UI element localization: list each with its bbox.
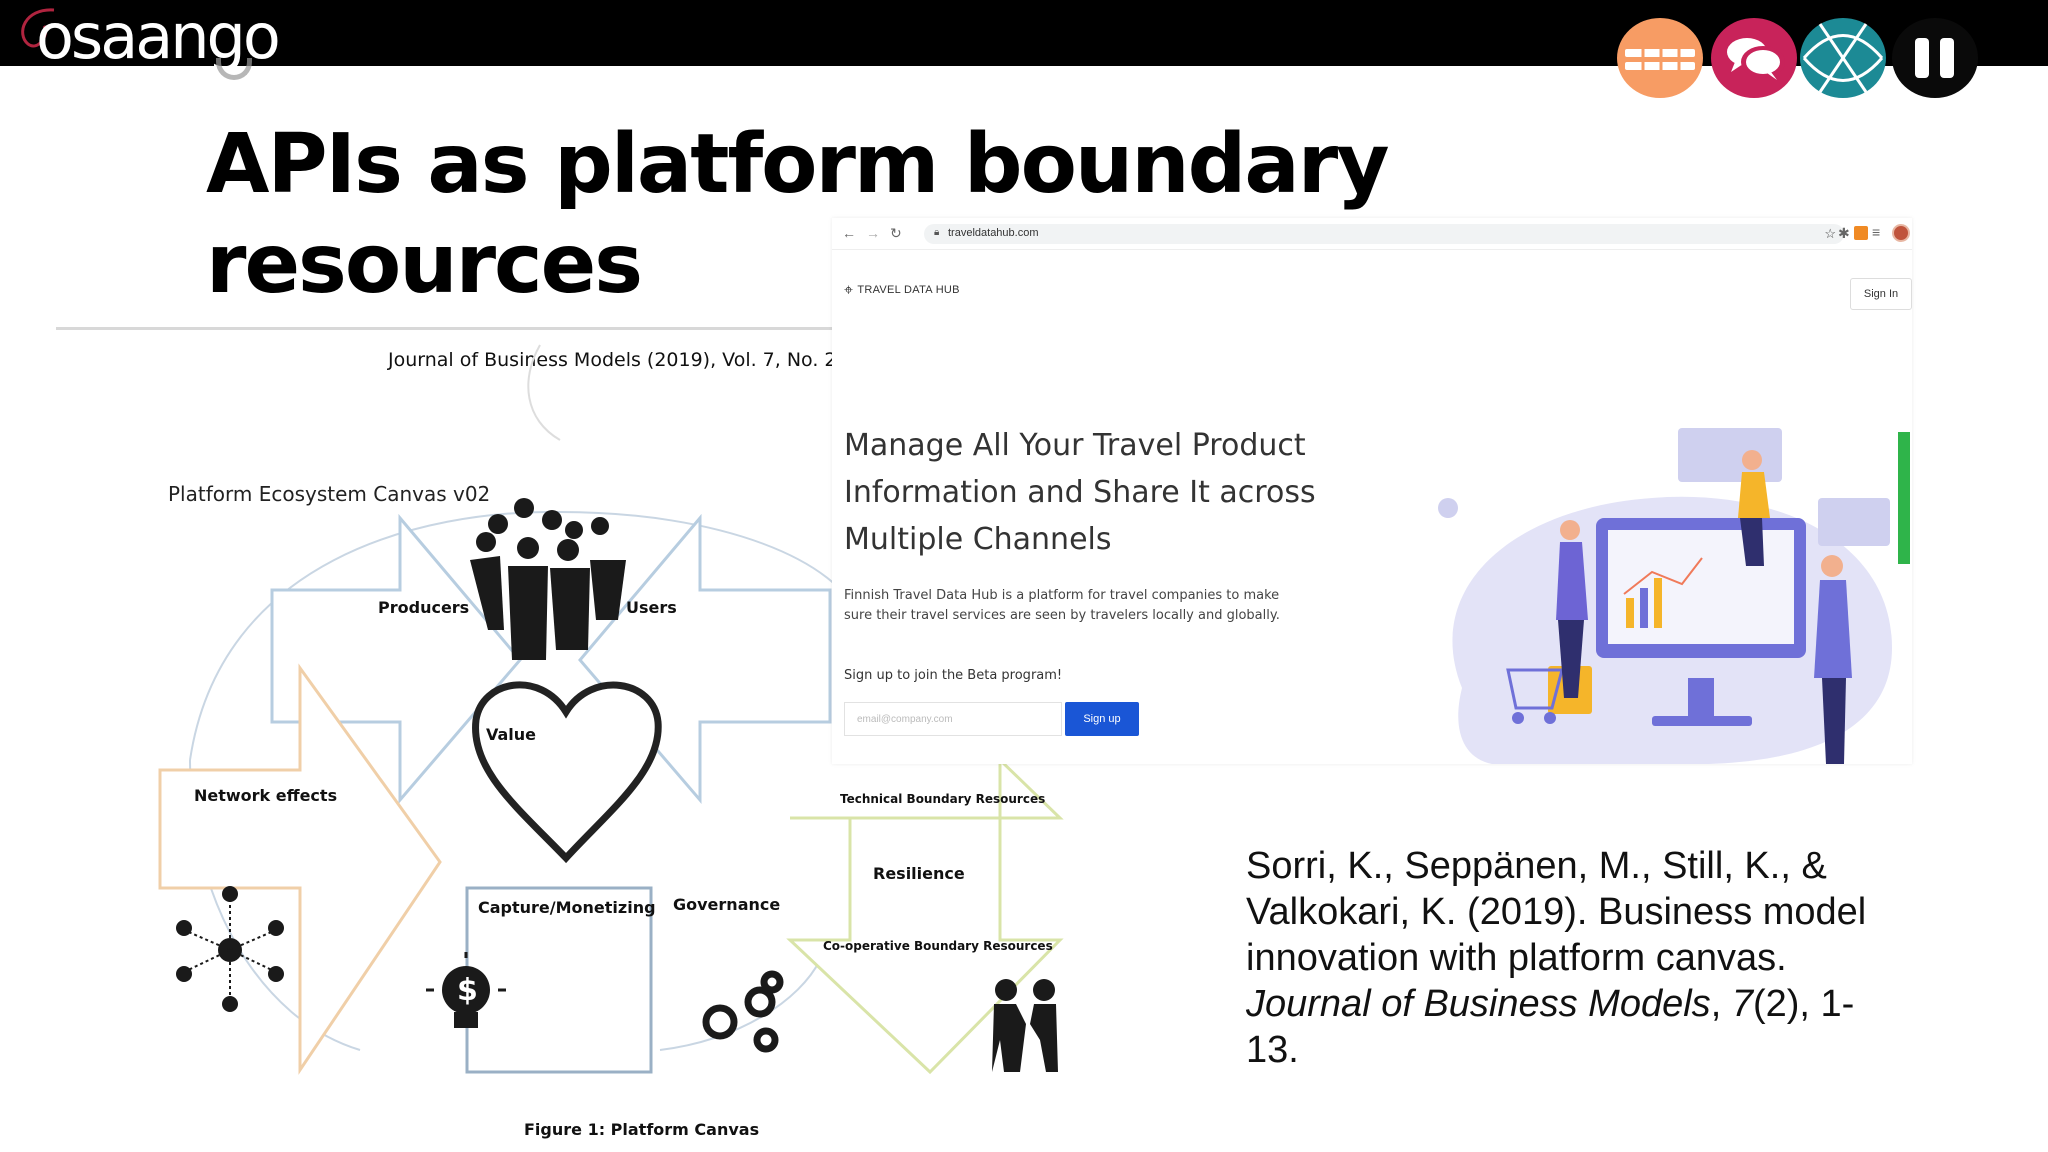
label-cooperative-boundary: Co-operative Boundary Resources bbox=[823, 939, 1053, 953]
address-url: traveldatahub.com bbox=[948, 227, 1039, 239]
back-arrow-icon[interactable]: ← bbox=[842, 225, 856, 241]
label-governance: Governance bbox=[673, 895, 781, 914]
network-nodes-icon bbox=[176, 886, 284, 1012]
citation-authors-title: Sorri, K., Seppänen, M., Still, K., & Va… bbox=[1246, 845, 1867, 979]
agenda-icon bbox=[1625, 47, 1695, 73]
site-brand[interactable]: ⌖TRAVEL DATA HUB bbox=[844, 282, 960, 300]
puzzle-icon[interactable]: ✱ bbox=[1838, 225, 1850, 241]
label-users: Users bbox=[626, 598, 677, 617]
citation-volume: 7 bbox=[1731, 983, 1753, 1025]
osaango-logo: osaango bbox=[8, 0, 308, 80]
network-cross-icon bbox=[1802, 23, 1884, 93]
svg-text:$: $ bbox=[457, 973, 478, 1008]
brand-text: TRAVEL DATA HUB bbox=[857, 284, 960, 296]
lock-icon: 🔒︎ bbox=[934, 227, 940, 238]
chat-button[interactable] bbox=[1711, 18, 1797, 98]
handshake-icon bbox=[992, 979, 1058, 1072]
top-bar bbox=[0, 0, 2048, 66]
sign-up-button[interactable]: Sign up bbox=[1065, 702, 1139, 736]
journal-header: Journal of Business Models (2019), Vol. … bbox=[388, 349, 897, 371]
browser-toolbar: ← → ↻ 🔒︎ traveldatahub.com ☆ ✱ ≡ bbox=[832, 218, 1912, 250]
figure-caption: Figure 1: Platform Canvas bbox=[524, 1120, 760, 1139]
network-button[interactable] bbox=[1800, 18, 1886, 98]
hero-description: Finnish Travel Data Hub is a platform fo… bbox=[844, 588, 1280, 623]
slide-title-line-2: resources bbox=[206, 217, 643, 312]
reading-list-icon[interactable]: ≡ bbox=[1872, 224, 1881, 240]
slide-title: APIs as platform boundary resources bbox=[206, 115, 1406, 315]
reference-citation: Sorri, K., Seppänen, M., Still, K., & Va… bbox=[1246, 843, 1886, 1073]
reload-icon[interactable]: ↻ bbox=[890, 225, 902, 241]
citation-comma: , bbox=[1710, 983, 1732, 1025]
label-capture-monetizing: Capture/Monetizing bbox=[478, 898, 656, 917]
label-resilience: Resilience bbox=[873, 864, 965, 883]
location-pin-icon: ⌖ bbox=[844, 282, 854, 299]
hero-illustration bbox=[1438, 428, 1892, 764]
scrollbar-thumb[interactable] bbox=[1898, 432, 1910, 564]
agenda-button[interactable] bbox=[1617, 18, 1703, 98]
pause-icon bbox=[1915, 38, 1954, 78]
journal-divider bbox=[56, 327, 836, 330]
label-network-effects: Network effects bbox=[194, 786, 338, 805]
label-value: Value bbox=[486, 725, 537, 744]
browser-screenshot: ← → ↻ 🔒︎ traveldatahub.com ☆ ✱ ≡ ⌖TRAVEL… bbox=[832, 218, 1912, 764]
address-bar[interactable]: 🔒︎ traveldatahub.com ☆ bbox=[924, 224, 1844, 244]
pause-button[interactable] bbox=[1892, 18, 1978, 98]
money-bulb-icon: $ bbox=[426, 952, 506, 1028]
forward-arrow-icon[interactable]: → bbox=[866, 225, 880, 241]
chat-bubbles-icon bbox=[1727, 38, 1785, 80]
profile-avatar[interactable] bbox=[1892, 224, 1910, 242]
citation-journal: Journal of Business Models bbox=[1246, 983, 1711, 1025]
beta-prompt: Sign up to join the Beta program! bbox=[844, 668, 1063, 683]
gears-icon bbox=[702, 970, 784, 1053]
label-technical-boundary: Technical Boundary Resources bbox=[840, 792, 1046, 806]
logo-underhang bbox=[216, 58, 252, 80]
label-producers: Producers bbox=[378, 598, 470, 617]
email-field[interactable] bbox=[844, 702, 1062, 736]
bookmark-star-icon[interactable]: ☆ bbox=[1824, 226, 1836, 241]
canvas-title: Platform Ecosystem Canvas v02 bbox=[168, 482, 491, 506]
hero-heading: Manage All Your Travel Product Informati… bbox=[844, 428, 1316, 557]
extension-icon[interactable] bbox=[1854, 226, 1868, 240]
citation-issue-pages: (2), 1-13. bbox=[1246, 983, 1855, 1071]
logo-swirl-icon bbox=[21, 8, 55, 48]
slide-title-line-1: APIs as platform boundary bbox=[206, 117, 1390, 212]
sign-in-button[interactable]: Sign In bbox=[1850, 278, 1912, 310]
